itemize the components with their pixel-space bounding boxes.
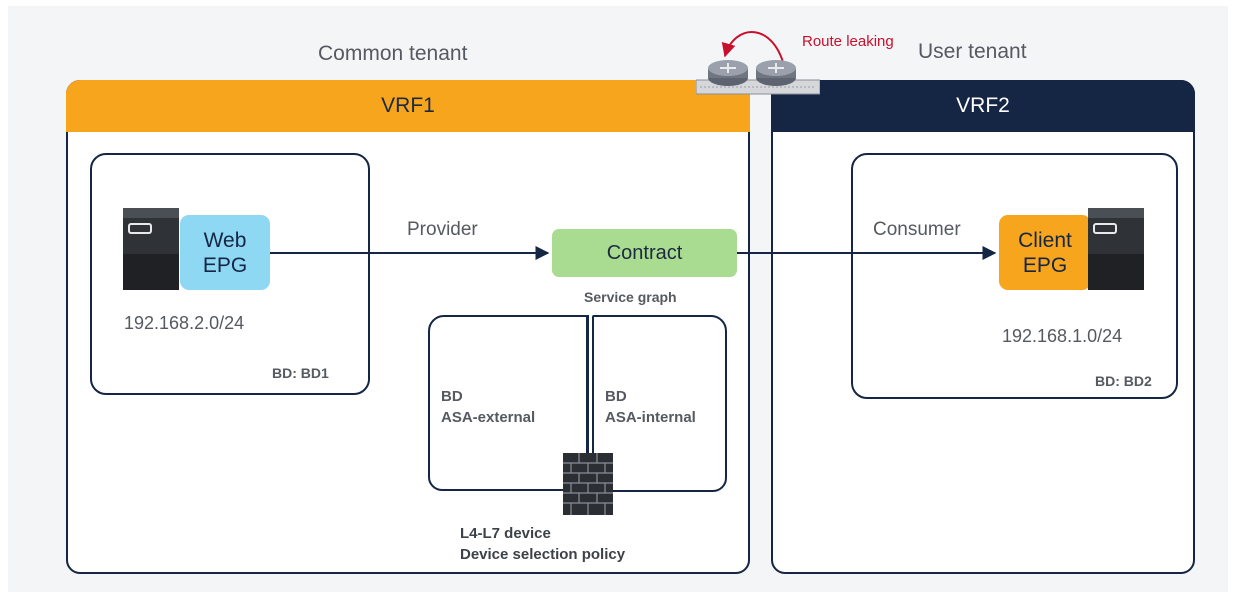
- common-tenant-title: Common tenant: [318, 42, 468, 65]
- bd1-label: BD: BD1: [272, 365, 329, 381]
- router-icon: [696, 60, 820, 95]
- user-tenant-title: User tenant: [918, 40, 1027, 63]
- device-label-line2: Device selection policy: [460, 546, 626, 563]
- route-leaking-arrow: [721, 31, 795, 84]
- web-epg-line1: Web: [203, 228, 247, 252]
- firewall-icon: [563, 453, 613, 515]
- server-icon: [1088, 208, 1144, 290]
- vrf2-header: VRF2: [771, 80, 1195, 132]
- asa-external-bd-text: BD ASA-external: [441, 386, 535, 428]
- vrf1-label: VRF1: [381, 94, 435, 117]
- asa-internal-bd-line1: BD: [605, 388, 627, 405]
- bd1-subnet: 192.168.2.0/24: [124, 313, 245, 333]
- asa-external-bd-line2: ASA-external: [441, 409, 536, 426]
- service-graph-label: Service graph: [584, 289, 677, 305]
- vrf2-label: VRF2: [956, 94, 1010, 117]
- device-label-line1: L4-L7 device: [460, 525, 551, 542]
- server-icon: [123, 208, 179, 290]
- contract-label: Contract: [606, 241, 683, 264]
- client-epg-line1: Client: [1018, 228, 1072, 252]
- asa-internal-bd-box: [592, 315, 727, 492]
- web-epg-line2: EPG: [202, 253, 248, 277]
- asa-external-bd-line1: BD: [441, 388, 463, 405]
- bd2-label: BD: BD2: [1095, 373, 1152, 389]
- asa-internal-bd-text: BD ASA-internal: [605, 386, 696, 428]
- vrf1-header: VRF1: [66, 80, 750, 132]
- consumer-label: Consumer: [873, 219, 961, 240]
- asa-internal-bd-line2: ASA-internal: [605, 409, 696, 426]
- bd2-subnet: 192.168.1.0/24: [1002, 326, 1123, 346]
- contract-box: Contract: [552, 229, 737, 277]
- client-epg-line2: EPG: [1022, 253, 1068, 277]
- web-epg: Web EPG: [180, 215, 270, 290]
- route-leaking-label: Route leaking: [802, 33, 894, 50]
- client-epg: Client EPG: [999, 215, 1091, 290]
- device-label: L4-L7 device Device selection policy: [460, 523, 625, 565]
- provider-label: Provider: [407, 219, 478, 240]
